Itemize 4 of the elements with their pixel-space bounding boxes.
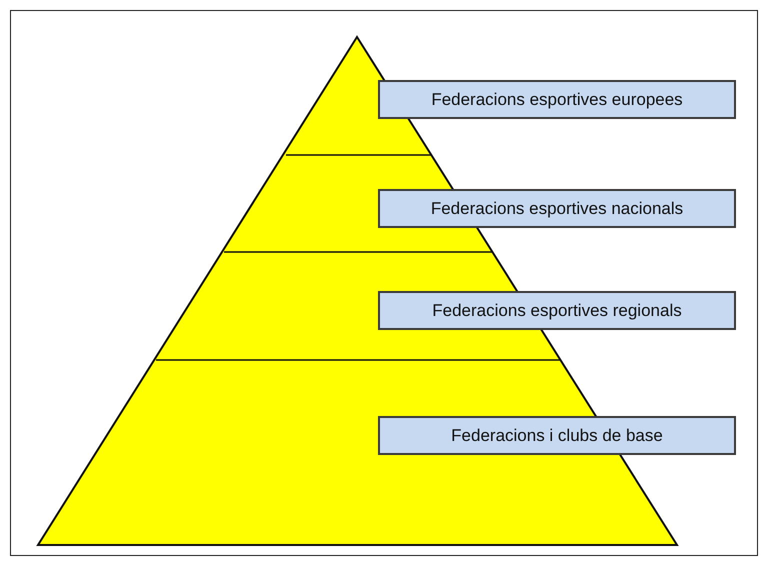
tier-label: Federacions i clubs de base [378,416,736,455]
tier-label: Federacions esportives regionals [378,291,736,330]
tier-label: Federacions esportives europees [378,80,736,119]
tier-label: Federacions esportives nacionals [378,189,736,228]
